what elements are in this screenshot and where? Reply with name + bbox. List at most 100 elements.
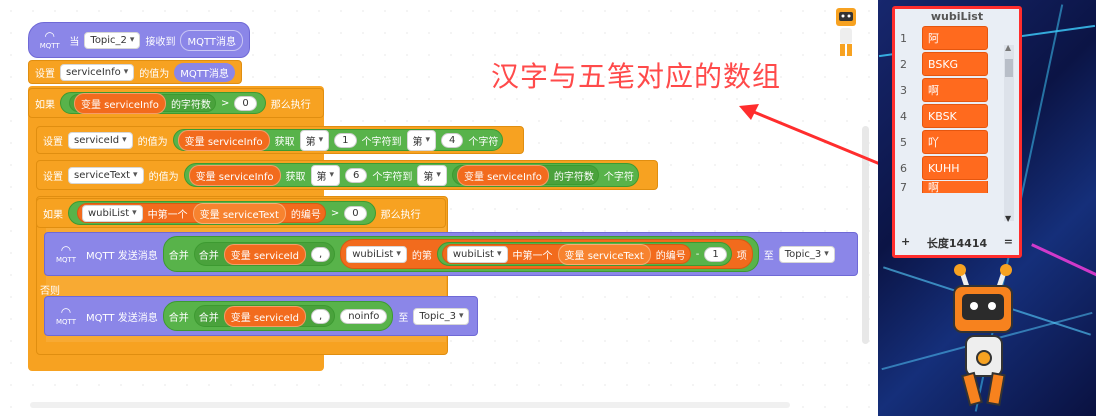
char-label: 个字符 — [468, 136, 499, 148]
scroll-down-icon[interactable]: ▼ — [1005, 214, 1012, 223]
list-item[interactable]: 3 啊 — [900, 77, 1019, 103]
then-label: 那么执行 — [380, 209, 421, 221]
list-value[interactable]: KBSK — [922, 104, 988, 128]
inner-join-block[interactable]: 合并 变量 serviceId , — [193, 242, 336, 266]
index-label: 的编号 — [655, 250, 686, 262]
inner-join-block[interactable]: 合并 变量 serviceId , — [193, 305, 336, 327]
variable-reporter[interactable]: 变量 serviceText — [192, 202, 286, 224]
list-dropdown[interactable]: wubiList — [446, 245, 508, 263]
get-label: 获取 — [274, 136, 295, 148]
comma-input[interactable]: , — [311, 246, 331, 262]
list-value[interactable]: KUHH — [922, 156, 988, 180]
add-item-button[interactable]: + — [901, 235, 911, 248]
number-input[interactable]: 0 — [234, 95, 257, 111]
mqtt-message-reporter[interactable]: MQTT消息 — [180, 29, 243, 51]
char-count-block[interactable]: 变量 serviceInfo 的字符数 — [451, 164, 599, 186]
list-value[interactable]: 吖 — [922, 130, 988, 154]
code-workspace[interactable]: ◠MQTT 当 Topic_2 接收到 MQTT消息 设置 serviceInf… — [0, 0, 872, 416]
first-in-label: 中第一个 — [147, 209, 188, 221]
list-scroll-thumb[interactable] — [1005, 59, 1013, 77]
nth-dropdown[interactable]: 第 — [417, 164, 447, 186]
scroll-up-icon[interactable]: ▲ — [1005, 43, 1012, 52]
wubilist-monitor[interactable]: wubiList 1 阿 2 BSKG 3 啊 4 KBSK 5 吖 6 KUH… — [892, 6, 1022, 258]
set-serviceid-block[interactable]: 设置 serviceId 的值为 变量 serviceInfo 获取 第 1 个… — [36, 126, 524, 154]
char-count-block[interactable]: 变量 serviceInfo 的字符数 — [69, 92, 216, 114]
value-of-label: 的值为 — [139, 68, 170, 80]
list-value[interactable]: BSKG — [922, 52, 988, 76]
start-index-input[interactable]: 6 — [345, 167, 368, 183]
greater-than-block[interactable]: 变量 serviceInfo 的字符数 > 0 — [60, 92, 266, 114]
variable-reporter[interactable]: 变量 serviceId — [223, 243, 307, 265]
list-index-of-block[interactable]: wubiList 中第一个 变量 serviceText 的编号 — [441, 243, 691, 265]
list-item[interactable]: 7 啊 — [900, 181, 1019, 193]
subtract-block[interactable]: wubiList 中第一个 变量 serviceText 的编号 - 1 — [436, 242, 732, 266]
get-label: 获取 — [285, 171, 306, 183]
variable-reporter[interactable]: 变量 serviceInfo — [177, 129, 270, 151]
list-index: 2 — [900, 57, 907, 71]
sprite-thumbnail[interactable] — [830, 2, 862, 64]
list-value[interactable]: 啊 — [922, 181, 988, 193]
mqtt-icon: ◠MQTT — [39, 29, 60, 50]
value-of-label: 的值为 — [148, 171, 179, 183]
to-label: 至 — [763, 250, 774, 262]
list-item[interactable]: 6 KUHH — [900, 155, 1019, 181]
set-serviceinfo-block[interactable]: 设置 serviceInfo 的值为 MQTT消息 — [28, 60, 242, 84]
variable-dropdown[interactable]: serviceText — [68, 166, 144, 184]
set-label: 设置 — [43, 136, 63, 148]
workspace-horizontal-scrollbar[interactable] — [30, 402, 790, 408]
inner-if-header[interactable]: 如果 wubiList 中第一个 变量 serviceText 的编号 > 0 … — [36, 198, 446, 228]
mqtt-hat-block[interactable]: ◠MQTT 当 Topic_2 接收到 MQTT消息 — [28, 22, 250, 58]
mqtt-send-block[interactable]: ◠MQTT MQTT 发送消息 合并 合并 变量 serviceId , noi… — [44, 296, 478, 336]
topic-dropdown[interactable]: Topic_2 — [84, 31, 141, 49]
list-dropdown[interactable]: wubiList — [346, 245, 407, 263]
if-block-header[interactable]: 如果 变量 serviceInfo 的字符数 > 0 那么执行 — [28, 88, 324, 118]
list-dropdown[interactable]: wubiList — [82, 204, 143, 222]
robot-sprite[interactable] — [940, 262, 1030, 416]
list-index: 5 — [900, 135, 907, 149]
variable-dropdown[interactable]: serviceId — [68, 131, 133, 149]
list-scrollbar[interactable]: ▲ ▼ — [1004, 43, 1014, 223]
start-index-input[interactable]: 1 — [334, 132, 357, 148]
comma-input[interactable]: , — [311, 308, 331, 324]
list-index-of-block[interactable]: wubiList 中第一个 变量 serviceText 的编号 — [77, 202, 326, 224]
nth-dropdown[interactable]: 第 — [310, 164, 341, 186]
nth-dropdown[interactable]: 第 — [406, 129, 437, 151]
join-label: 合并 — [198, 312, 219, 324]
variable-reporter[interactable]: 变量 serviceInfo — [74, 92, 166, 114]
mqtt-send-block[interactable]: ◠MQTT MQTT 发送消息 合并 合并 变量 serviceId , wub… — [44, 232, 858, 276]
substring-block[interactable]: 变量 serviceInfo 获取 第 1 个字符到 第 4 个字符 — [172, 129, 504, 151]
mqtt-icon: ◠MQTT — [56, 243, 76, 264]
join-block[interactable]: 合并 合并 变量 serviceId , noinfo — [162, 301, 394, 331]
join-block[interactable]: 合并 合并 变量 serviceId , wubiList 的第 wubiLis… — [162, 236, 759, 272]
variable-reporter[interactable]: 变量 serviceId — [223, 305, 307, 327]
workspace-vertical-scrollbar[interactable] — [862, 126, 869, 344]
greater-than-block[interactable]: wubiList 中第一个 变量 serviceText 的编号 > 0 — [68, 201, 376, 225]
value-of-label: 的值为 — [137, 136, 168, 148]
resize-handle-icon[interactable]: = — [1003, 235, 1013, 248]
end-index-input[interactable]: 4 — [441, 132, 464, 148]
join-label: 合并 — [168, 250, 189, 262]
set-servicetext-block[interactable]: 设置 serviceText 的值为 变量 serviceInfo 获取 第 6… — [36, 160, 658, 190]
variable-dropdown[interactable]: serviceInfo — [60, 63, 135, 81]
char-count-label: 的字符数 — [553, 171, 594, 183]
list-item[interactable]: 5 吖 — [900, 129, 1019, 155]
list-item[interactable]: 4 KBSK — [900, 103, 1019, 129]
list-value[interactable]: 阿 — [922, 26, 988, 50]
list-item[interactable]: 2 BSKG — [900, 51, 1019, 77]
topic-dropdown[interactable]: Topic_3 — [413, 307, 470, 325]
number-input[interactable]: 1 — [704, 246, 727, 262]
to-label: 至 — [398, 312, 409, 324]
text-input[interactable]: noinfo — [340, 308, 388, 324]
variable-reporter[interactable]: 变量 serviceInfo — [188, 164, 281, 186]
nth-dropdown[interactable]: 第 — [299, 129, 330, 151]
list-value[interactable]: 啊 — [922, 78, 988, 102]
number-input[interactable]: 0 — [344, 205, 367, 221]
topic-dropdown[interactable]: Topic_3 — [778, 245, 835, 263]
list-item-block[interactable]: wubiList 的第 wubiList 中第一个 变量 serviceText… — [340, 239, 753, 269]
mqtt-message-reporter[interactable]: MQTT消息 — [174, 62, 235, 82]
substring-block[interactable]: 变量 serviceInfo 获取 第 6 个字符到 第 变量 serviceI… — [183, 163, 639, 187]
variable-reporter[interactable]: 变量 serviceText — [557, 243, 651, 265]
variable-reporter[interactable]: 变量 serviceInfo — [456, 164, 549, 186]
list-item[interactable]: 1 阿 — [900, 25, 1019, 51]
if-label: 如果 — [43, 209, 63, 221]
